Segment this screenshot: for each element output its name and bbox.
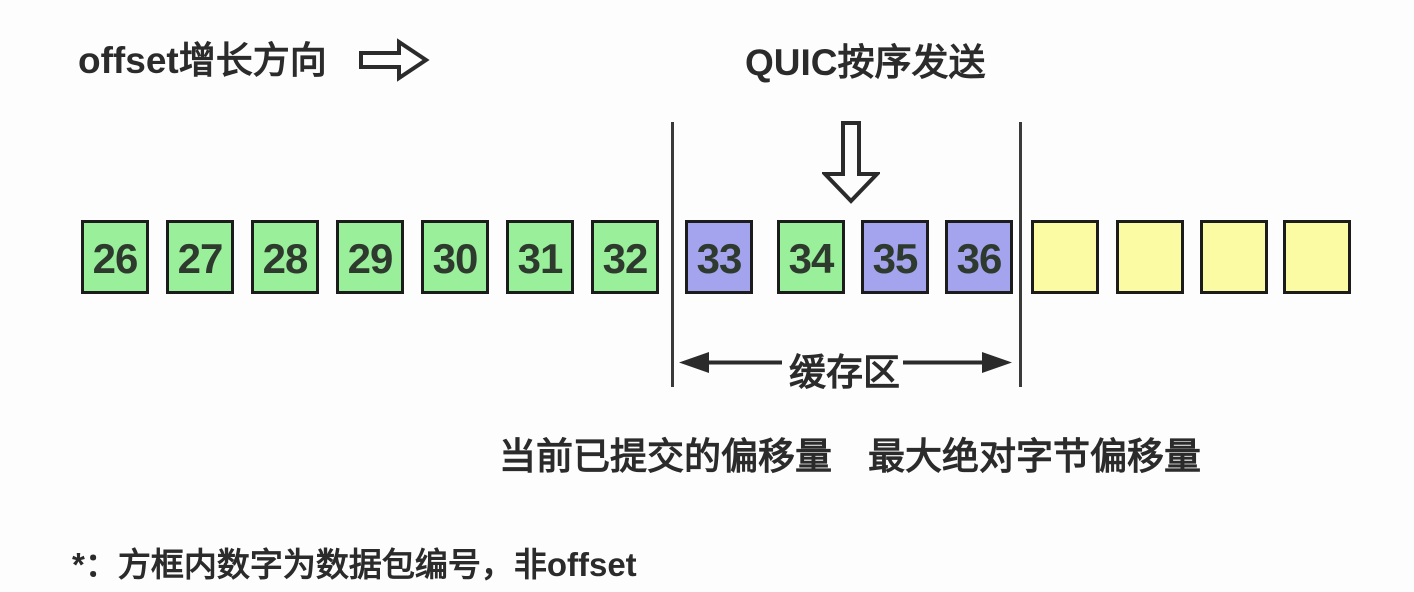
packet-box-29: 29 bbox=[336, 220, 404, 294]
packet-number: 29 bbox=[347, 235, 394, 282]
max-absolute-byte-offset-label: 最大绝对字节偏移量 bbox=[868, 436, 1201, 477]
quic-send-label: QUIC按序发送 bbox=[745, 42, 986, 83]
packet-box-36: 36 bbox=[945, 220, 1013, 294]
empty-box bbox=[1116, 220, 1184, 294]
hollow-right-arrow-icon bbox=[359, 38, 430, 82]
buffer-zone-label: 缓存区 bbox=[789, 352, 900, 393]
footnote: *：方框内数字为数据包编号，非offset bbox=[72, 546, 637, 583]
packet-number: 35 bbox=[872, 235, 919, 282]
empty-box bbox=[1283, 220, 1351, 294]
packet-number: 33 bbox=[696, 235, 743, 282]
packet-box-33: 33 bbox=[685, 220, 753, 294]
packet-number: 30 bbox=[432, 235, 479, 282]
packet-box-34: 34 bbox=[777, 220, 845, 294]
buffer-left-arrow-icon bbox=[679, 352, 782, 373]
packet-box-28: 28 bbox=[251, 220, 319, 294]
packet-number: 26 bbox=[92, 235, 139, 282]
packet-number: 32 bbox=[602, 235, 649, 282]
committed-offset-boundary-line bbox=[671, 122, 674, 387]
packet-box-26: 26 bbox=[81, 220, 149, 294]
hollow-down-arrow-icon bbox=[822, 121, 880, 204]
empty-box bbox=[1200, 220, 1268, 294]
packet-box-30: 30 bbox=[421, 220, 489, 294]
packet-box-32: 32 bbox=[591, 220, 659, 294]
packet-box-35: 35 bbox=[861, 220, 929, 294]
packet-number: 31 bbox=[517, 235, 564, 282]
packet-box-27: 27 bbox=[166, 220, 234, 294]
packet-number: 27 bbox=[177, 235, 224, 282]
max-offset-boundary-line bbox=[1019, 122, 1022, 387]
packet-number: 34 bbox=[788, 235, 835, 282]
packet-number: 28 bbox=[262, 235, 309, 282]
buffer-right-arrow-icon bbox=[903, 352, 1012, 373]
offset-direction-label: offset增长方向 bbox=[78, 40, 327, 81]
empty-box bbox=[1031, 220, 1099, 294]
packet-number: 36 bbox=[956, 235, 1003, 282]
committed-offset-label: 当前已提交的偏移量 bbox=[499, 436, 832, 477]
packet-box-31: 31 bbox=[506, 220, 574, 294]
